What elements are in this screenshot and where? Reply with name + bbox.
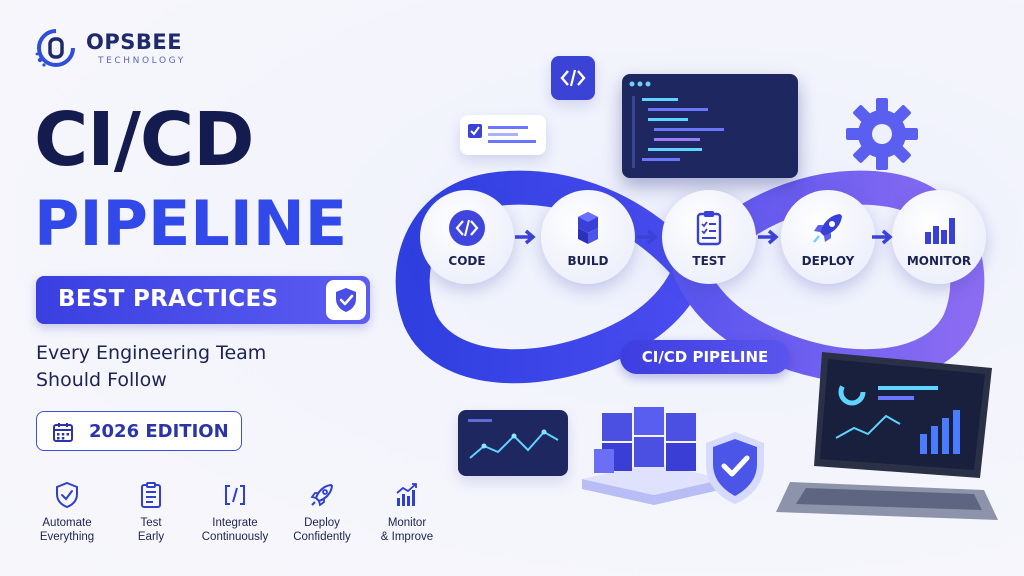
stage-code: CODE xyxy=(420,190,514,284)
headline-line-2: PIPELINE xyxy=(34,187,348,260)
laptop-dashboard-graphic xyxy=(776,352,998,520)
headline-subtitle: Every Engineering Team Should Follow xyxy=(36,342,267,391)
shield-check-icon xyxy=(56,481,78,509)
shield-check-icon xyxy=(706,432,764,504)
rocket-icon xyxy=(813,214,842,243)
feature-label: Deploy Confidently xyxy=(293,517,351,543)
arrow-right-icon xyxy=(515,229,536,245)
calendar-icon xyxy=(53,423,73,442)
feature-deploy: Deploy Confidently xyxy=(277,480,367,544)
clipboard-icon xyxy=(696,211,722,246)
edition-label: 2026 EDITION xyxy=(89,421,229,442)
shield-check-icon xyxy=(326,280,366,320)
arrow-right-icon xyxy=(637,229,658,245)
best-practices-badge: BEST PRACTICES xyxy=(36,276,370,324)
line-chart-card xyxy=(458,410,568,476)
feature-label: Integrate Continuously xyxy=(201,517,269,543)
clipboard-icon xyxy=(141,482,161,508)
feature-label: Automate Everything xyxy=(39,517,95,543)
stage-label: DEPLOY xyxy=(801,254,855,268)
opsbee-logo-icon xyxy=(35,29,75,67)
bar-chart-icon xyxy=(925,218,955,244)
blocks-stack-graphic xyxy=(582,407,724,505)
feature-label: Test Early xyxy=(137,517,165,543)
arrow-right-icon xyxy=(758,229,779,245)
code-editor-window xyxy=(622,74,798,178)
stage-deploy: DEPLOY xyxy=(781,190,875,284)
best-practices-label: BEST PRACTICES xyxy=(58,286,279,312)
cubes-icon xyxy=(578,212,598,244)
pipeline-label-pill: CI/CD PIPELINE xyxy=(620,340,790,374)
pipeline-label: CI/CD PIPELINE xyxy=(641,348,769,366)
stage-label: TEST xyxy=(692,254,726,268)
stage-label: BUILD xyxy=(567,254,609,268)
feature-label: Monitor & Improve xyxy=(380,517,434,543)
code-icon xyxy=(449,210,485,246)
stage-label: CODE xyxy=(448,254,486,268)
brand-name: OPSBEE xyxy=(86,30,183,54)
feature-integrate: Integrate Continuously xyxy=(190,480,280,544)
stage-test: TEST xyxy=(662,190,756,284)
feature-test: Test Early xyxy=(106,480,196,544)
arrow-right-icon xyxy=(872,229,893,245)
checklist-card xyxy=(460,115,546,155)
brand-logo: OPSBEE TECHNOLOGY xyxy=(34,26,224,70)
stage-build: BUILD xyxy=(541,190,635,284)
code-icon xyxy=(551,56,595,100)
rocket-icon xyxy=(310,483,334,507)
stage-monitor: MONITOR xyxy=(892,190,986,284)
feature-automate: Automate Everything xyxy=(22,480,112,544)
bar-chart-icon xyxy=(396,483,417,506)
headline-line-1: CI/CD xyxy=(34,97,255,183)
code-icon xyxy=(225,485,245,505)
stage-label: MONITOR xyxy=(906,254,972,268)
gear-icon xyxy=(846,98,918,170)
edition-badge: 2026 EDITION xyxy=(36,411,242,451)
feature-monitor: Monitor & Improve xyxy=(362,480,452,544)
brand-subtitle: TECHNOLOGY xyxy=(98,56,186,66)
